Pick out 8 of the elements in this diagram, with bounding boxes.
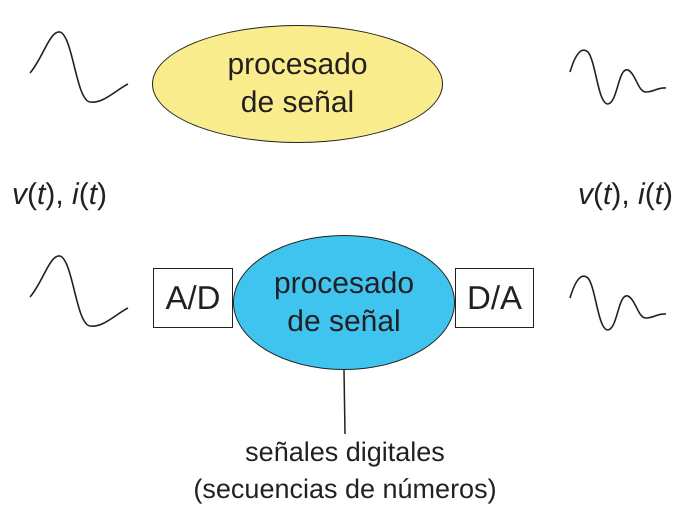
leader-line bbox=[343, 370, 346, 434]
process-ellipse: procesado de señal bbox=[233, 235, 455, 370]
caption-text: señales digitales (secuencias de números) bbox=[150, 432, 540, 510]
signal-label: v(t), i(t) bbox=[578, 177, 674, 213]
converter-box: D/A bbox=[455, 268, 534, 328]
signal-label: v(t), i(t) bbox=[12, 177, 108, 213]
converter-box: A/D bbox=[153, 268, 233, 328]
process-ellipse: procesado de señal bbox=[152, 25, 443, 143]
